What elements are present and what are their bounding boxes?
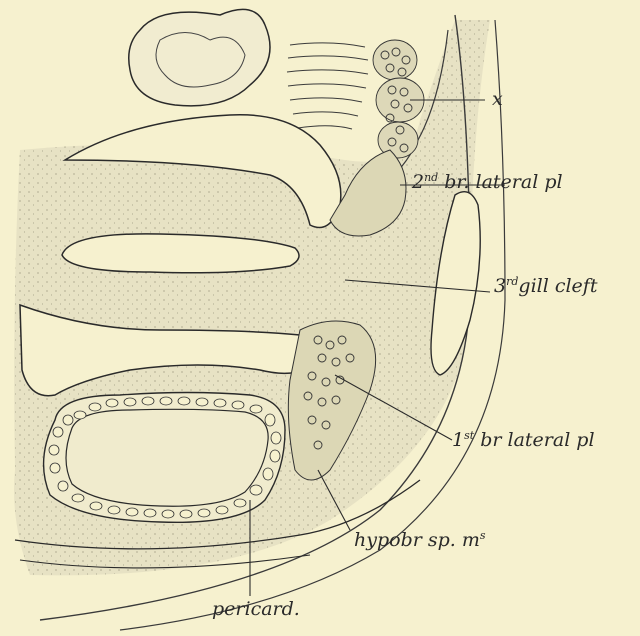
muscle-bands [287, 43, 368, 129]
label-hypobr-sp-ms: hypobr sp. ms [354, 530, 486, 550]
label-pericard: pericard. [212, 600, 300, 619]
label-x: x [492, 90, 503, 109]
label-3rd-gill-cleft: 3rdgill cleft [494, 276, 597, 296]
label-1st-br-lateral-pl: 1st br lateral pl [452, 430, 595, 450]
vessel-blob [129, 9, 270, 105]
cluster-x [373, 40, 424, 158]
label-2nd-br-lateral-pl: 2nd br. lateral pl [412, 172, 563, 192]
